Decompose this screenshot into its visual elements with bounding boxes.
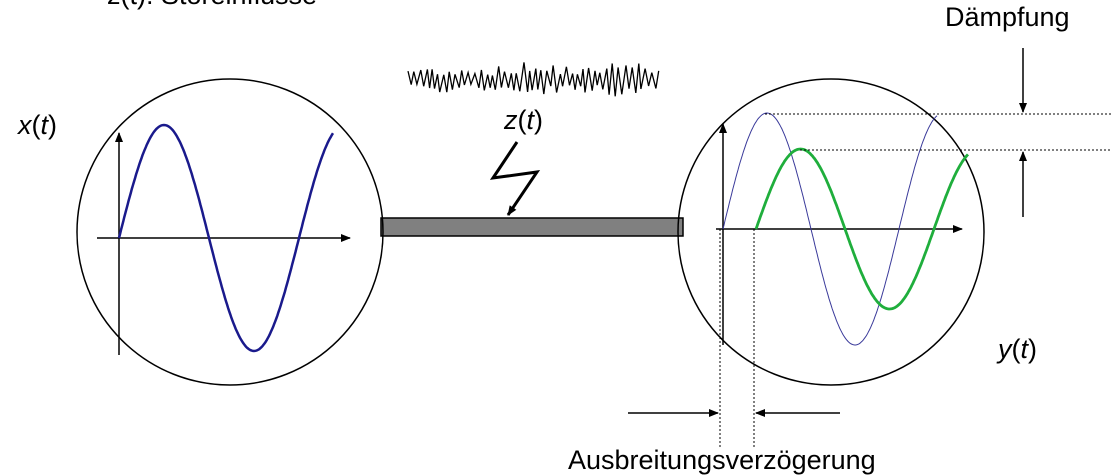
output-scope xyxy=(677,78,985,386)
attenuation-label: Dämpfung xyxy=(945,2,1070,32)
reference-sine-wave xyxy=(722,112,938,346)
noise-signal xyxy=(407,62,660,97)
input-sine-wave xyxy=(117,123,335,353)
noise-label: z(t) xyxy=(503,105,543,135)
delay-label: Ausbreitungsverzögerung xyxy=(568,445,876,475)
output-sine-wave xyxy=(754,147,970,311)
output-signal-label: y(t) xyxy=(996,334,1037,364)
header-fragment: z(t): Störeinflüsse xyxy=(107,0,317,10)
input-signal-label: x(t) xyxy=(16,110,57,140)
transmission-channel xyxy=(380,217,684,237)
input-scope xyxy=(76,78,384,386)
disturbance-bolt-icon xyxy=(489,141,541,216)
